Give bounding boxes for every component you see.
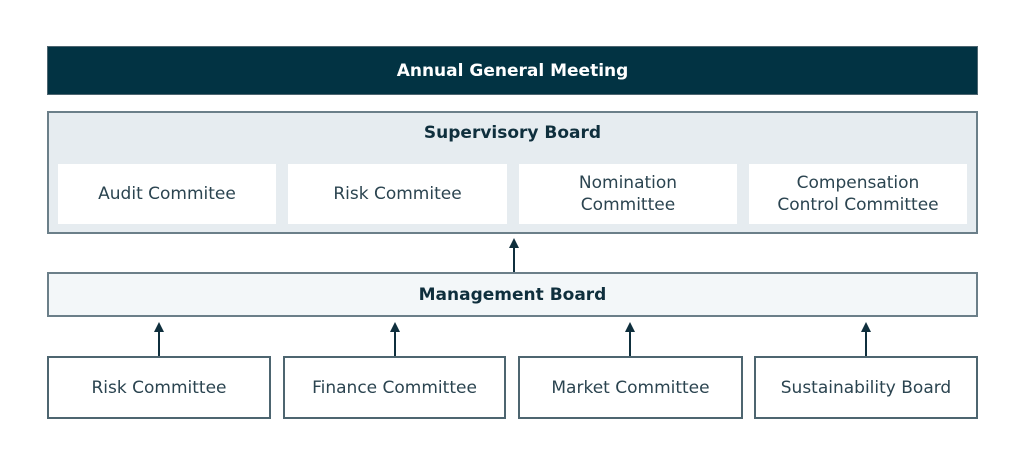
arrow-up-icon [625,322,635,356]
audit-committee-box: Audit Commitee [58,164,276,224]
nomination-committee-label: Nomination Committee [578,173,678,215]
management-board-title: Management Board [418,284,607,305]
sustainability-board-box: Sustainability Board [754,356,978,419]
arrow-up-icon [390,322,400,356]
arrow-up-icon [154,322,164,356]
supervisory-board-box: Supervisory Board Audit Commitee Risk Co… [47,111,978,234]
arrow-up-icon [861,322,871,356]
finance-committee-box: Finance Committee [283,356,506,419]
risk-committee-bottom-label: Risk Committee [91,377,227,398]
supervisory-board-title: Supervisory Board [423,123,602,143]
sustainability-board-label: Sustainability Board [780,377,952,398]
arrow-up-icon [509,238,519,272]
risk-committee-box: Risk Commitee [288,164,507,224]
market-committee-label: Market Committee [551,377,710,398]
annual-general-meeting-box: Annual General Meeting [47,46,978,95]
compensation-control-committee-box: Compensation Control Committee [749,164,967,224]
market-committee-box: Market Committee [518,356,743,419]
risk-committee-bottom-box: Risk Committee [47,356,271,419]
risk-committee-label: Risk Commitee [333,184,462,204]
nomination-committee-box: Nomination Committee [519,164,737,224]
compensation-control-committee-label: Compensation Control Committee [777,173,939,215]
annual-general-meeting-label: Annual General Meeting [396,60,629,81]
management-board-box: Management Board [47,272,978,317]
finance-committee-label: Finance Committee [312,377,477,398]
audit-committee-label: Audit Commitee [98,184,236,204]
